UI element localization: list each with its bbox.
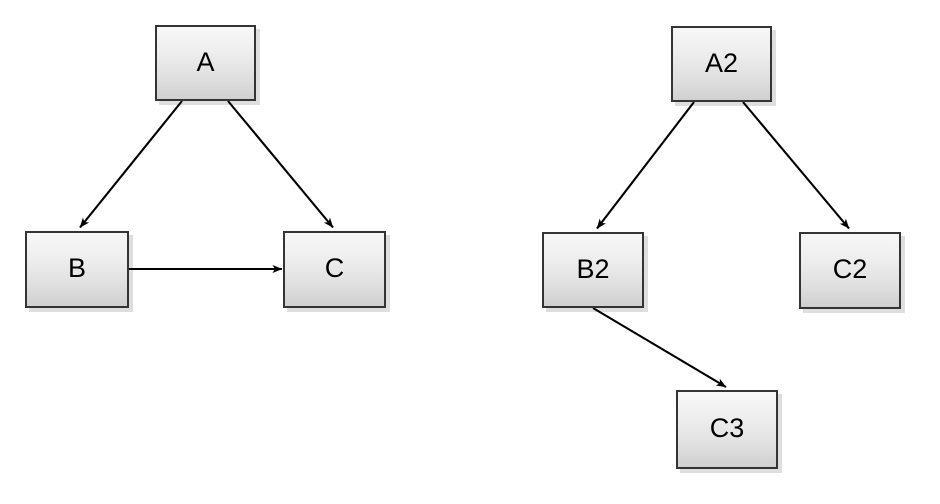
edge-b2-to-c3 [592, 307, 727, 388]
node-a-label: A [196, 46, 215, 77]
edge-a-to-b [79, 100, 183, 229]
node-c2-label: C2 [832, 254, 868, 284]
node-b2-label: B2 [576, 253, 610, 284]
node-c[interactable]: C [283, 231, 386, 308]
edge-a2-to-c2 [742, 101, 850, 230]
edge-a-to-c [227, 100, 334, 229]
node-b-label: B [67, 253, 86, 283]
node-a2-label: A2 [704, 47, 739, 78]
node-a2[interactable]: A2 [671, 26, 772, 102]
node-c2[interactable]: C2 [799, 232, 901, 309]
node-c-label: C [324, 253, 345, 283]
node-a[interactable]: A [155, 25, 256, 101]
node-c3-label: C3 [709, 413, 745, 443]
edge-a2-to-b2 [596, 101, 695, 230]
node-b2[interactable]: B2 [542, 232, 644, 308]
node-c3[interactable]: C3 [676, 390, 778, 469]
node-b[interactable]: B [25, 231, 129, 308]
